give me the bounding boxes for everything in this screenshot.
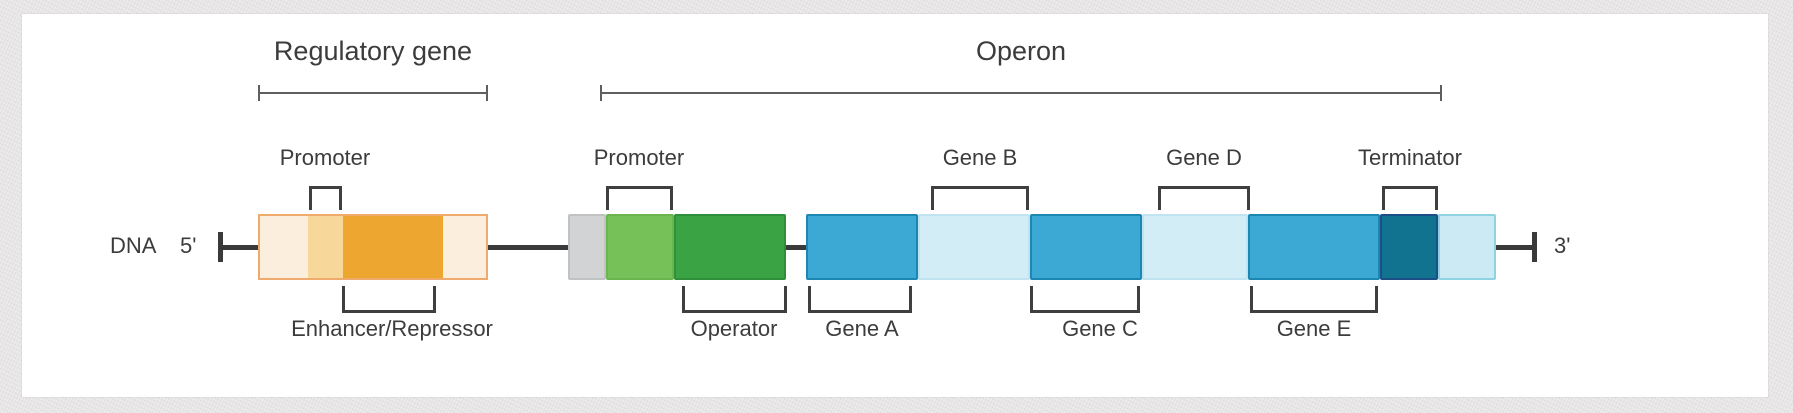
- lower-label-gene-e: Gene E: [1276, 316, 1352, 341]
- backbone-line-operator-gap: [784, 245, 808, 250]
- section-title-operon: Operon: [975, 36, 1067, 66]
- lower-bracket-bottom: [1030, 310, 1140, 313]
- section-title-regulatory-gene: Regulatory gene: [273, 36, 473, 66]
- lower-label-enhancer-repressor: Enhancer/Repressor: [291, 316, 493, 341]
- lower-bracket-bottom: [808, 310, 912, 313]
- lower-label-gene-a: Gene A: [825, 316, 899, 341]
- section-rule: [258, 92, 488, 94]
- upper-bracket-leg-right: [1247, 186, 1250, 210]
- upper-label-gene-b: Gene B: [942, 145, 1018, 170]
- lower-bracket-leg-left: [808, 286, 811, 310]
- upper-bracket-leg-left: [931, 186, 934, 210]
- upper-label-promoter: Promoter: [593, 145, 685, 170]
- section-rule-tick-left: [600, 85, 602, 101]
- upper-bracket-top: [606, 186, 673, 189]
- lower-bracket-bottom: [682, 310, 787, 313]
- operon-segment-terminator: [1380, 214, 1438, 280]
- section-rule: [600, 92, 1442, 94]
- lower-label-operator: Operator: [690, 316, 778, 341]
- lower-bracket-leg-right: [433, 286, 436, 310]
- lower-bracket-bottom: [1250, 310, 1378, 313]
- operon-segment-gene-d: [1142, 214, 1248, 280]
- operon-segment-gene-b: [918, 214, 1030, 280]
- lower-bracket-leg-right: [1137, 286, 1140, 310]
- backbone-line-left: [218, 245, 260, 250]
- operon-segment-gene-e: [1248, 214, 1380, 280]
- upper-bracket-top: [931, 186, 1029, 189]
- section-rule-tick-right: [486, 85, 488, 101]
- backbone-line-middle: [486, 245, 570, 250]
- regulatory-segment-promoter-core: [308, 214, 343, 280]
- lower-bracket-leg-right: [784, 286, 787, 310]
- operon-segment-promoter-light: [606, 214, 674, 280]
- lower-bracket-leg-left: [1250, 286, 1253, 310]
- lower-bracket-leg-right: [1375, 286, 1378, 310]
- upper-label-promoter: Promoter: [279, 145, 371, 170]
- lower-bracket-leg-left: [1030, 286, 1033, 310]
- regulatory-segment-enhancer-repressor: [343, 214, 443, 280]
- five-prime-label: 5': [180, 233, 197, 258]
- upper-bracket-top: [1382, 186, 1438, 189]
- upper-bracket-leg-right: [339, 186, 342, 210]
- regulatory-gene-outline: [258, 214, 488, 280]
- backbone-cap-right: [1532, 232, 1537, 262]
- lower-bracket-leg-left: [342, 286, 345, 310]
- operon-segment-operator: [674, 214, 786, 280]
- regulatory-segment-downstream-flank: [443, 214, 488, 280]
- upper-bracket-leg-left: [606, 186, 609, 210]
- operon-segment-trailer: [1438, 214, 1496, 280]
- upper-bracket-leg-left: [1158, 186, 1161, 210]
- upper-bracket-top: [1158, 186, 1250, 189]
- operon-segment-gene-c: [1030, 214, 1142, 280]
- upper-label-terminator: Terminator: [1358, 145, 1462, 170]
- upper-bracket-leg-left: [1382, 186, 1385, 210]
- section-rule-tick-left: [258, 85, 260, 101]
- upper-bracket-top: [309, 186, 342, 189]
- backbone-line-right: [1494, 245, 1536, 250]
- three-prime-label: 3': [1554, 233, 1571, 258]
- lower-bracket-bottom: [342, 310, 436, 313]
- operon-segment-leader: [568, 214, 606, 280]
- upper-label-gene-d: Gene D: [1166, 145, 1242, 170]
- upper-bracket-leg-right: [670, 186, 673, 210]
- lower-bracket-leg-left: [682, 286, 685, 310]
- dna-label: DNA: [110, 233, 157, 258]
- upper-bracket-leg-right: [1435, 186, 1438, 210]
- upper-bracket-leg-right: [1026, 186, 1029, 210]
- lower-label-gene-c: Gene C: [1062, 316, 1138, 341]
- regulatory-segment-upstream-flank: [258, 214, 308, 280]
- lower-bracket-leg-right: [909, 286, 912, 310]
- upper-bracket-leg-left: [309, 186, 312, 210]
- operon-segment-gene-a: [806, 214, 918, 280]
- section-rule-tick-right: [1440, 85, 1442, 101]
